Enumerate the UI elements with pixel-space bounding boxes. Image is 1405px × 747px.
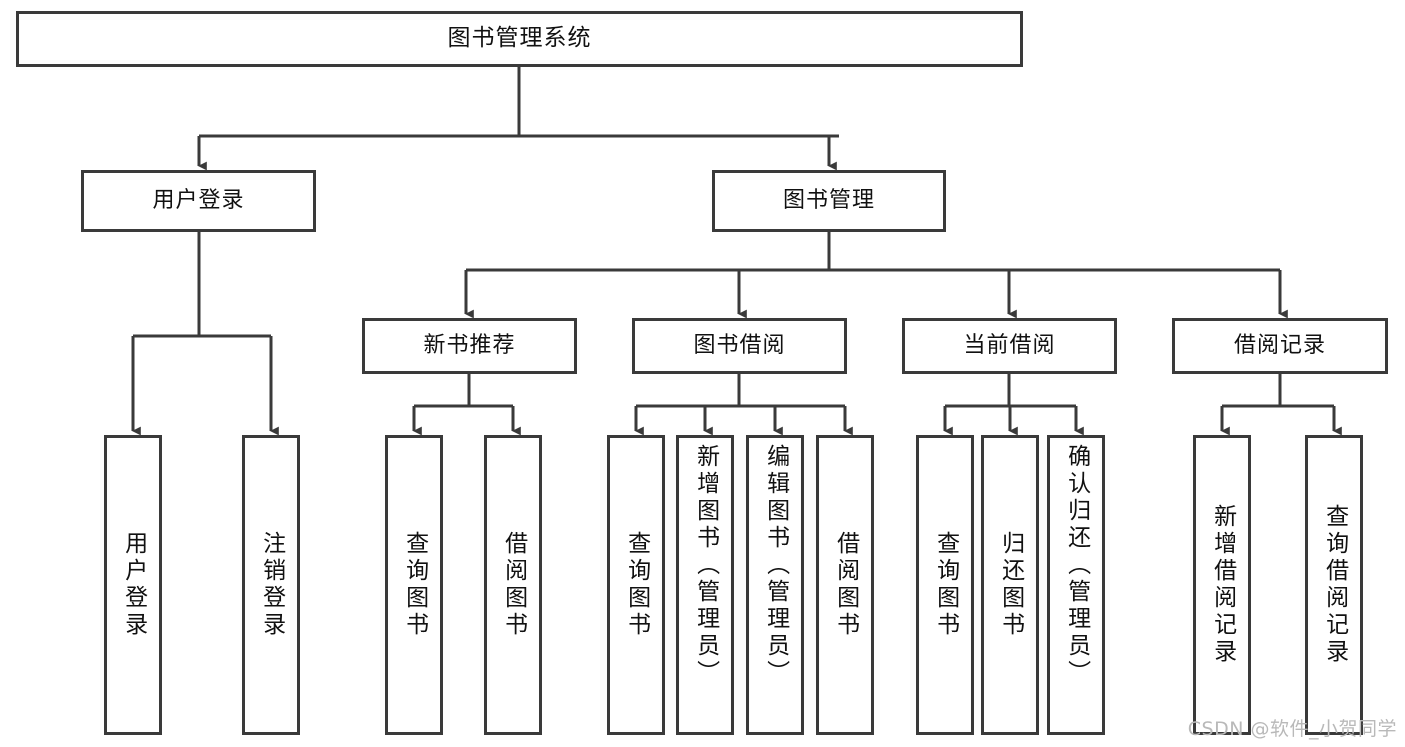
node-label: 图书管理 — [782, 187, 875, 213]
leaf-label: 查询图书 — [623, 531, 650, 639]
leaf-label: 用户登录 — [120, 531, 147, 639]
node-current-borrow[interactable]: 当前借阅 — [902, 318, 1117, 374]
leaf-label: 查询图书 — [932, 531, 959, 639]
node-book-borrow[interactable]: 图书借阅 — [632, 318, 847, 374]
leaf-label: 新增图书（管理员） — [692, 444, 719, 687]
leaf-query-book-current[interactable]: 查询图书 — [916, 435, 974, 735]
leaf-label: 借阅图书 — [500, 531, 527, 639]
node-label: 借阅记录 — [1233, 332, 1326, 358]
leaf-edit-book-admin[interactable]: 编辑图书（管理员） — [746, 435, 804, 735]
leaf-label: 借阅图书 — [832, 531, 859, 639]
leaf-label: 确认归还（管理员） — [1063, 444, 1090, 687]
leaf-borrow-book-recommend[interactable]: 借阅图书 — [484, 435, 542, 735]
node-borrow-record[interactable]: 借阅记录 — [1172, 318, 1388, 374]
leaf-return-book[interactable]: 归还图书 — [981, 435, 1039, 735]
leaf-label: 查询图书 — [401, 531, 428, 639]
node-label: 图书管理系统 — [447, 25, 592, 52]
leaf-confirm-return-admin[interactable]: 确认归还（管理员） — [1047, 435, 1105, 735]
leaf-label: 归还图书 — [997, 531, 1024, 639]
leaf-add-book-admin[interactable]: 新增图书（管理员） — [676, 435, 734, 735]
leaf-label: 查询借阅记录 — [1321, 504, 1348, 666]
node-label: 当前借阅 — [963, 332, 1056, 358]
leaf-user-login[interactable]: 用户登录 — [104, 435, 162, 735]
node-root-system[interactable]: 图书管理系统 — [16, 11, 1023, 67]
node-new-book-recommend[interactable]: 新书推荐 — [362, 318, 577, 374]
leaf-user-logout[interactable]: 注销登录 — [242, 435, 300, 735]
leaf-label: 注销登录 — [258, 531, 285, 639]
node-label: 图书借阅 — [693, 332, 786, 358]
node-book-management[interactable]: 图书管理 — [712, 170, 946, 232]
leaf-label: 编辑图书（管理员） — [762, 444, 789, 687]
node-label: 用户登录 — [152, 187, 245, 213]
leaf-query-book-borrow[interactable]: 查询图书 — [607, 435, 665, 735]
leaf-add-borrow-record[interactable]: 新增借阅记录 — [1193, 435, 1251, 735]
leaf-query-borrow-record[interactable]: 查询借阅记录 — [1305, 435, 1363, 735]
leaf-label: 新增借阅记录 — [1209, 504, 1236, 666]
leaf-query-book-recommend[interactable]: 查询图书 — [385, 435, 443, 735]
node-label: 新书推荐 — [423, 332, 516, 358]
leaf-borrow-book[interactable]: 借阅图书 — [816, 435, 874, 735]
watermark: CSDN @软件_小贺同学 — [1187, 718, 1397, 740]
node-user-login[interactable]: 用户登录 — [81, 170, 316, 232]
